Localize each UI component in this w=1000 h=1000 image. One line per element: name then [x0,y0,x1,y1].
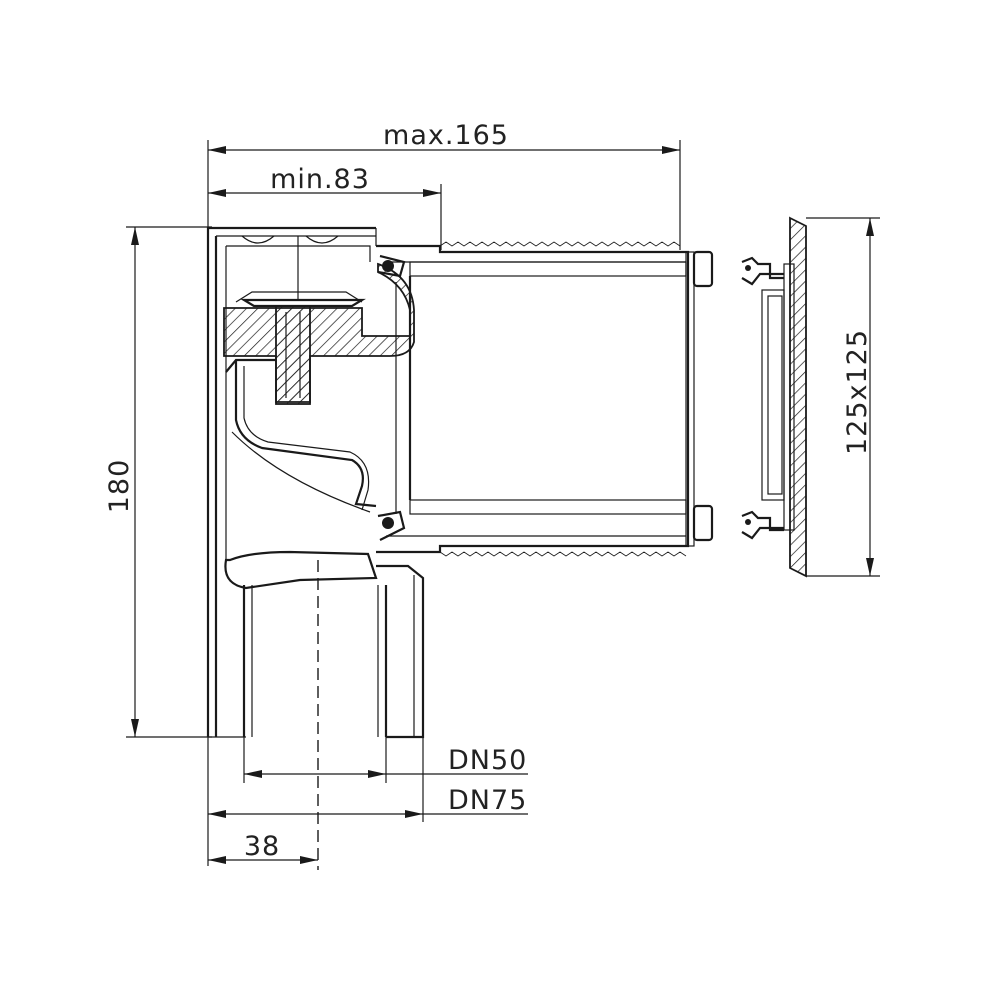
outlet-pipe [242,560,425,870]
dimension-label-outlet-offset: 38 [244,831,280,862]
dimension-grate-size: 125x125 [806,217,880,577]
dimension-label-dn50: DN50 [448,745,527,776]
dimension-min-depth: min.83 [208,164,442,250]
dimension-label-max-width: max.165 [383,120,509,151]
drain-body [206,226,377,738]
dimension-max-width: max.165 [207,120,681,250]
dimension-label-grate-size: 125x125 [842,329,873,455]
dimension-outlet-offset: 38 [208,831,318,864]
dimension-dn75: DN75 [207,736,528,866]
odour-trap-cover [223,262,415,405]
dimension-label-dn75: DN75 [448,785,527,816]
dimension-label-min-depth: min.83 [270,164,370,195]
dimension-height: 180 [104,226,212,738]
trap-bowl [224,358,378,590]
grate-frame [741,216,807,578]
dimension-dn50: DN50 [243,736,528,783]
dimension-label-height: 180 [104,459,135,514]
inlet-sleeve [376,241,714,557]
